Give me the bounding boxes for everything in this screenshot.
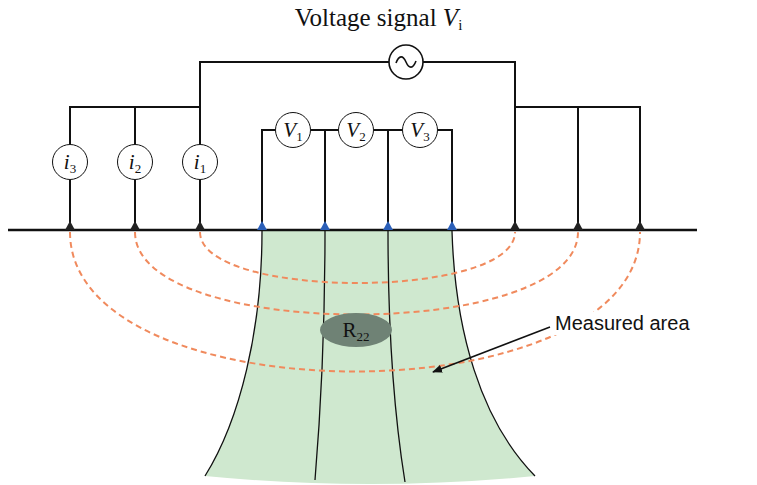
field-line bbox=[388, 231, 405, 482]
meter-circle: i1 bbox=[182, 144, 218, 180]
wire-connector bbox=[70, 107, 135, 144]
electrodes bbox=[65, 221, 645, 230]
node-label: i2 bbox=[129, 152, 141, 173]
wires bbox=[70, 62, 640, 230]
measured-area bbox=[205, 231, 535, 484]
wire-connector bbox=[135, 107, 200, 144]
annotation: Measured area bbox=[553, 312, 692, 335]
meter-circle: i3 bbox=[52, 144, 88, 180]
resistance-region: R22 bbox=[320, 313, 392, 347]
ac-source bbox=[389, 45, 423, 79]
node-label: V2 bbox=[346, 120, 365, 141]
node-label: V3 bbox=[410, 120, 429, 141]
leader-arrow bbox=[433, 327, 550, 372]
wire-connector bbox=[311, 129, 338, 131]
meter-circle: V2 bbox=[338, 112, 374, 148]
area-edge bbox=[452, 231, 535, 476]
node-label: V1 bbox=[283, 120, 302, 141]
meter-circle: V3 bbox=[402, 112, 438, 148]
ground-surface bbox=[8, 229, 697, 232]
ac-symbol bbox=[396, 57, 416, 67]
area-edge bbox=[205, 231, 262, 476]
title: Voltage signal Vi bbox=[0, 4, 757, 32]
current-paths bbox=[70, 232, 640, 372]
node-label: i1 bbox=[194, 152, 206, 173]
field-line bbox=[315, 231, 325, 480]
meter-circle: V1 bbox=[275, 112, 311, 148]
node-label: R22 bbox=[342, 320, 369, 341]
node-label: i3 bbox=[64, 152, 76, 173]
meter-circle: i2 bbox=[117, 144, 153, 180]
wire-connector bbox=[374, 129, 402, 131]
